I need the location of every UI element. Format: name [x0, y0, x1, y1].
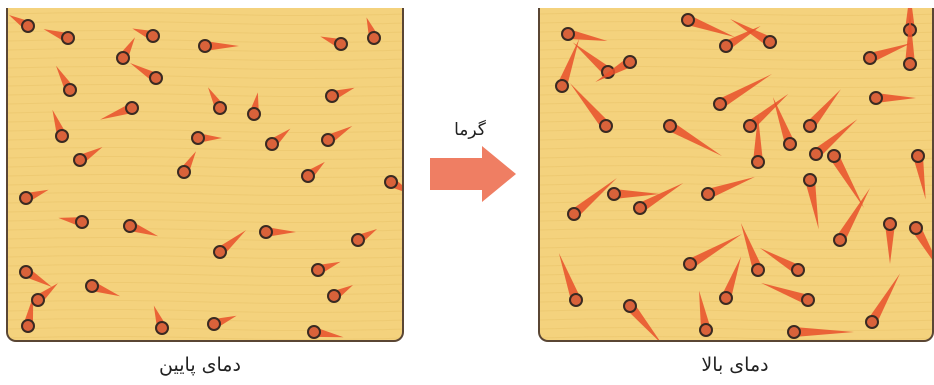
particle [904, 58, 916, 70]
particle [834, 234, 846, 246]
particle [117, 52, 129, 64]
particle [74, 154, 86, 166]
particle [752, 156, 764, 168]
particle [562, 28, 574, 40]
particle [248, 108, 260, 120]
particle [792, 264, 804, 276]
particle [720, 292, 732, 304]
heat-label: گرما [440, 120, 500, 140]
particle [828, 150, 840, 162]
particle [22, 320, 34, 332]
particle [682, 14, 694, 26]
particle [335, 38, 347, 50]
particle [744, 120, 756, 132]
particle [912, 150, 924, 162]
particle [788, 326, 800, 338]
high-temperature-particles [540, 8, 932, 340]
particle [326, 90, 338, 102]
particle [352, 234, 364, 246]
particle [32, 294, 44, 306]
particle [266, 138, 278, 150]
particle [62, 32, 74, 44]
particle [664, 120, 676, 132]
particle [714, 98, 726, 110]
high-temperature-caption: دمای بالا [680, 354, 790, 376]
particle [20, 192, 32, 204]
particle [634, 202, 646, 214]
particle [322, 134, 334, 146]
particle [720, 40, 732, 52]
particle [20, 266, 32, 278]
particle [302, 170, 314, 182]
high-temperature-container [538, 8, 934, 342]
particle [86, 280, 98, 292]
particle [56, 130, 68, 142]
particle [178, 166, 190, 178]
particle [150, 72, 162, 84]
particle [328, 290, 340, 302]
particle [568, 208, 580, 220]
particle [700, 324, 712, 336]
low-temperature-caption: دمای پایین [140, 354, 260, 376]
particle [124, 220, 136, 232]
particle [810, 148, 822, 160]
particle [126, 102, 138, 114]
particle [312, 264, 324, 276]
particle [608, 188, 620, 200]
particle [752, 264, 764, 276]
particle [385, 176, 397, 188]
particle [64, 84, 76, 96]
particle [884, 218, 896, 230]
particle [600, 120, 612, 132]
low-temperature-particles [8, 8, 402, 340]
particle [147, 30, 159, 42]
particle [76, 216, 88, 228]
particle [764, 36, 776, 48]
particle [214, 102, 226, 114]
particle [156, 322, 168, 334]
particle [870, 92, 882, 104]
particle [260, 226, 272, 238]
particle [214, 246, 226, 258]
particle [624, 300, 636, 312]
particle [802, 294, 814, 306]
particle [624, 56, 636, 68]
particle [804, 174, 816, 186]
particle [199, 40, 211, 52]
particle [804, 120, 816, 132]
particle [910, 222, 922, 234]
particle [702, 188, 714, 200]
motion-trail [794, 327, 854, 337]
particle [784, 138, 796, 150]
particle [208, 318, 220, 330]
particle [22, 20, 34, 32]
particle [556, 80, 568, 92]
particle [308, 326, 320, 338]
particle [570, 294, 582, 306]
particle [684, 258, 696, 270]
heat-arrow-icon [430, 146, 518, 202]
low-temperature-container [6, 8, 404, 342]
particle [192, 132, 204, 144]
particle [368, 32, 380, 44]
particle [864, 52, 876, 64]
particle [866, 316, 878, 328]
